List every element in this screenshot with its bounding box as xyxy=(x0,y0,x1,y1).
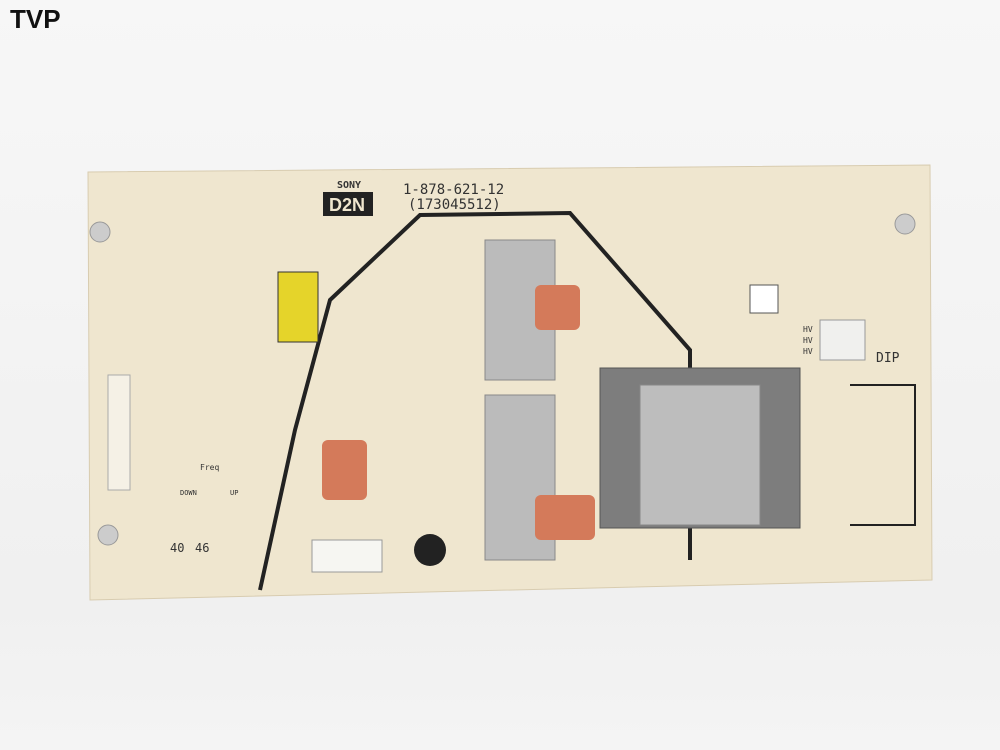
hv-label: HV xyxy=(803,347,813,356)
hv-label: HV xyxy=(803,336,813,345)
dip-label: DIP xyxy=(876,351,900,366)
hv-label: HV xyxy=(803,325,813,334)
capacitor xyxy=(535,495,595,540)
mount-hole xyxy=(894,213,916,235)
down-label: DOWN xyxy=(180,489,197,497)
serial-number: (173045512) xyxy=(408,197,501,213)
transformer-small xyxy=(277,271,319,343)
watermark: TVP xyxy=(10,4,61,34)
capacitor xyxy=(322,440,367,500)
part-number: 1-878-621-12 xyxy=(403,182,504,198)
freq-label: Freq xyxy=(200,463,219,472)
silkscreen-divider xyxy=(258,210,692,591)
up-label: UP xyxy=(230,489,238,497)
mount-hole xyxy=(89,221,111,243)
transformer-core xyxy=(639,384,761,526)
qr-label xyxy=(749,284,779,314)
connector-white xyxy=(311,539,383,573)
connector-hv xyxy=(819,319,866,361)
capacitor xyxy=(535,285,580,330)
mount-hole xyxy=(97,524,119,546)
model-label: D2N xyxy=(329,195,365,215)
jumper-value: 40 xyxy=(170,541,184,555)
jumper-value: 46 xyxy=(195,541,209,555)
bracket xyxy=(850,384,916,526)
inductor xyxy=(414,534,446,566)
connector xyxy=(107,374,131,491)
brand-label: SONY xyxy=(337,180,361,191)
